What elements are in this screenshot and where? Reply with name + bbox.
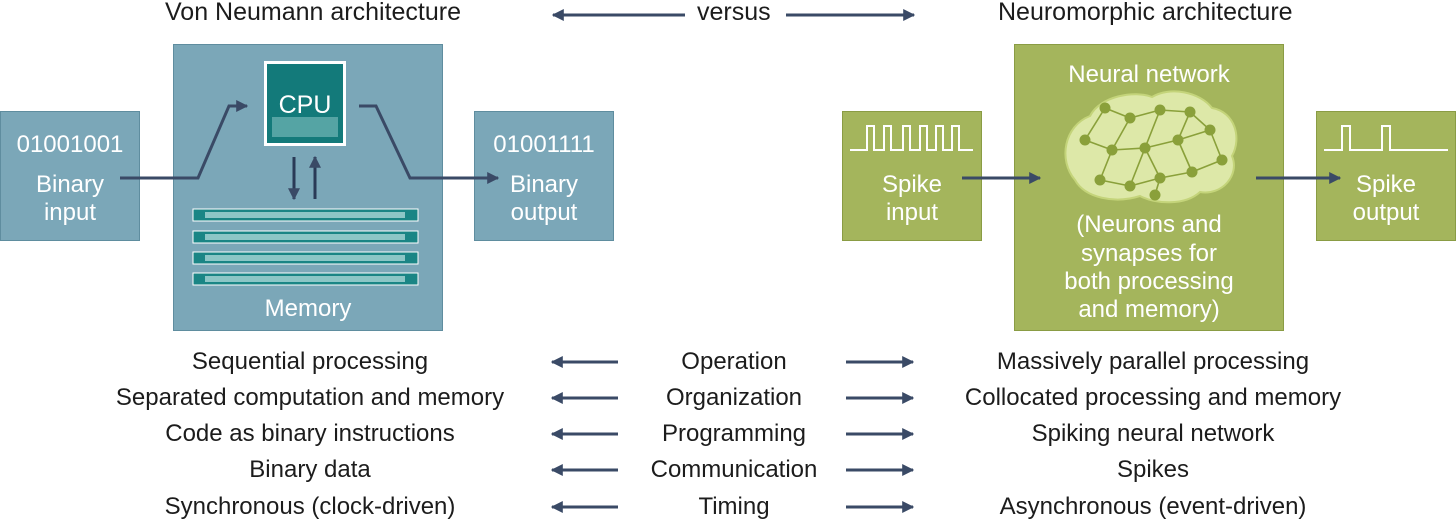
binary-input-bits: 01001001 [16,131,124,158]
binary-input-label-2: input [43,199,97,226]
comparison-aspect-organization: Organization [665,384,803,411]
binary-output-label-2: output [510,199,578,226]
comparison-right-programming: Spiking neural network [1031,420,1275,447]
comparison-aspect-programming: Programming [661,420,807,447]
comparison-right-organization: Collocated processing and memory [964,384,1342,411]
neural-network-note-1: (Neurons and [1076,211,1222,238]
binary-input-label: Binary [35,171,105,198]
comparison-left-communication: Binary data [249,456,371,483]
processor-memory-box: Memory [173,44,443,331]
comparison-right-operation: Massively parallel processing [996,348,1310,375]
neuromorphic-title: Neuromorphic architecture [998,0,1293,26]
binary-output-label: Binary [509,171,579,198]
comparison-right-timing: Asynchronous (event-driven) [999,493,1307,520]
binary-input-box: 01001001 Binary input [0,111,140,241]
comparison-left-programming: Code as binary instructions [165,420,455,447]
spike-output-box: Spike output [1316,111,1456,241]
neural-network-title: Neural network [1068,61,1230,88]
neural-network-note-2: synapses for [1080,240,1218,267]
comparison-aspect-timing: Timing [698,493,770,520]
neural-network-note-4: and memory) [1078,296,1220,323]
comparison-aspect-operation: Operation [681,348,787,375]
von-neumann-title: Von Neumann architecture [165,0,462,26]
spike-input-label: Spike [881,171,943,198]
neural-network-note-3: both processing [1064,268,1234,295]
spike-output-label: Spike [1355,171,1417,198]
binary-output-bits: 01001111 [493,131,595,158]
comparison-left-organization: Separated computation and memory [115,384,505,411]
spike-output-label-2: output [1352,199,1420,226]
comparison-left-operation: Sequential processing [191,348,429,375]
spike-input-box: Spike input [842,111,982,241]
binary-output-box: 01001111 Binary output [474,111,614,241]
spike-input-label-2: input [885,199,939,226]
memory-label: Memory [264,295,352,322]
comparison-left-timing: Synchronous (clock-driven) [164,493,456,520]
versus-label: versus [697,0,771,26]
neural-network-box: Neural network (Neurons and synapses for… [1014,44,1284,331]
comparison-aspect-communication: Communication [650,456,818,483]
comparison-right-communication: Spikes [1116,456,1190,483]
